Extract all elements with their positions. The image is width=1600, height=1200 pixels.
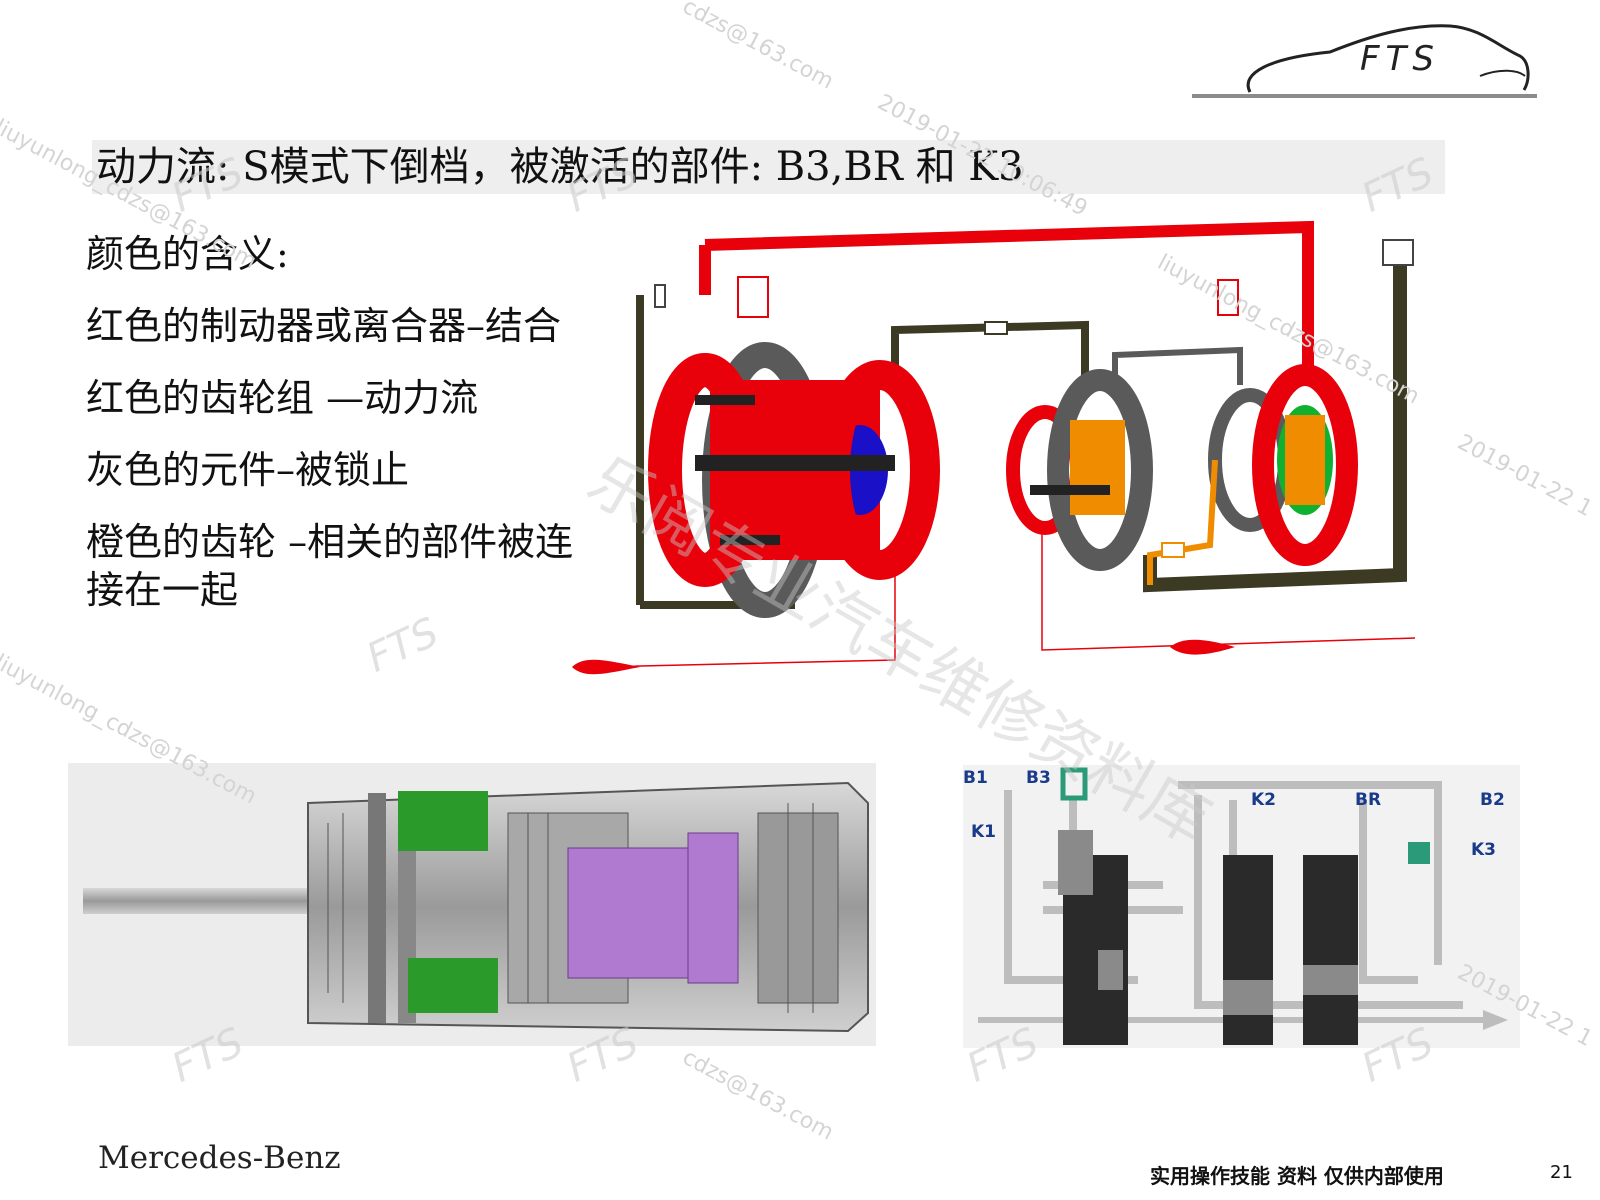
schematic-gear-2 (1223, 855, 1273, 1045)
color-legend: 颜色的含义: 红色的制动器或离合器–结合 红色的齿轮组 —动力流 灰色的元件–被… (86, 230, 626, 614)
watermark-email-bottom: cdzs@163.com (678, 1045, 838, 1146)
watermark-fts-4: FTS (360, 609, 446, 682)
label-k1: K1 (971, 822, 996, 842)
label-b2: B2 (1480, 790, 1505, 810)
watermark-date-right: 2019-01-22 1 (1453, 430, 1597, 522)
output-line-left (599, 560, 896, 668)
fts-logo: FTS (1246, 24, 1530, 93)
output-arrow-icon (1483, 1010, 1508, 1030)
footer-note: 实用操作技能 资料 仅供内部使用 (1150, 1164, 1444, 1188)
middle-grey-ring (1047, 369, 1153, 571)
schematic-gear-3 (1303, 855, 1358, 1045)
watermark-email-top: cdzs@163.com (678, 0, 838, 95)
flow-arrow-left-icon (572, 659, 640, 675)
right-orange-gear (1285, 415, 1325, 505)
label-b1: B1 (963, 768, 988, 788)
red-connector-line (699, 220, 1314, 375)
label-k3: K3 (1471, 840, 1496, 860)
output-line-right (1041, 525, 1416, 651)
orange-link-line (1147, 459, 1218, 585)
legend-item-orange-line1: 橙色的齿轮 –相关的部件被连 (86, 520, 574, 564)
legend-item-red-gear: 红色的齿轮组 —动力流 (86, 376, 479, 420)
legend-item-grey-locked: 灰色的元件–被锁止 (86, 448, 410, 492)
slide-title: 动力流: S模式下倒档，被激活的部件: B3,BR 和 K3 (96, 144, 1024, 190)
b3-active-brake (1060, 767, 1088, 801)
title-band (92, 140, 1445, 194)
transmission-cutaway-image (68, 763, 876, 1046)
label-b3: B3 (1026, 768, 1051, 788)
flow-arrow-right-icon (1170, 639, 1235, 655)
green-clutch-bottom (408, 958, 498, 1013)
power-flow-diagram (572, 220, 1416, 675)
label-br: BR (1355, 790, 1381, 810)
legend-item-red-brake: 红色的制动器或离合器–结合 (86, 304, 562, 348)
right-red-ring (1252, 364, 1358, 566)
k3-active-clutch (1408, 842, 1430, 864)
car-silhouette-icon (1246, 24, 1530, 93)
legend-heading: 颜色的含义: (86, 232, 289, 276)
shaft-line-center (891, 320, 1089, 395)
page-number: 21 (1550, 1162, 1573, 1183)
grey-link-line (1112, 346, 1243, 385)
logo-underline (1192, 94, 1537, 98)
label-k2: K2 (1251, 790, 1276, 810)
middle-orange-gear (1070, 420, 1125, 515)
legend-item-orange-line2: 接在一起 (86, 568, 239, 612)
green-clutch-top (398, 791, 488, 851)
logo-text: FTS (1360, 39, 1440, 79)
mercedes-benz-brand: Mercedes-Benz (98, 1140, 341, 1176)
gearset-schematic: B1 B3 K1 K2 BR B2 K3 (963, 765, 1520, 1048)
